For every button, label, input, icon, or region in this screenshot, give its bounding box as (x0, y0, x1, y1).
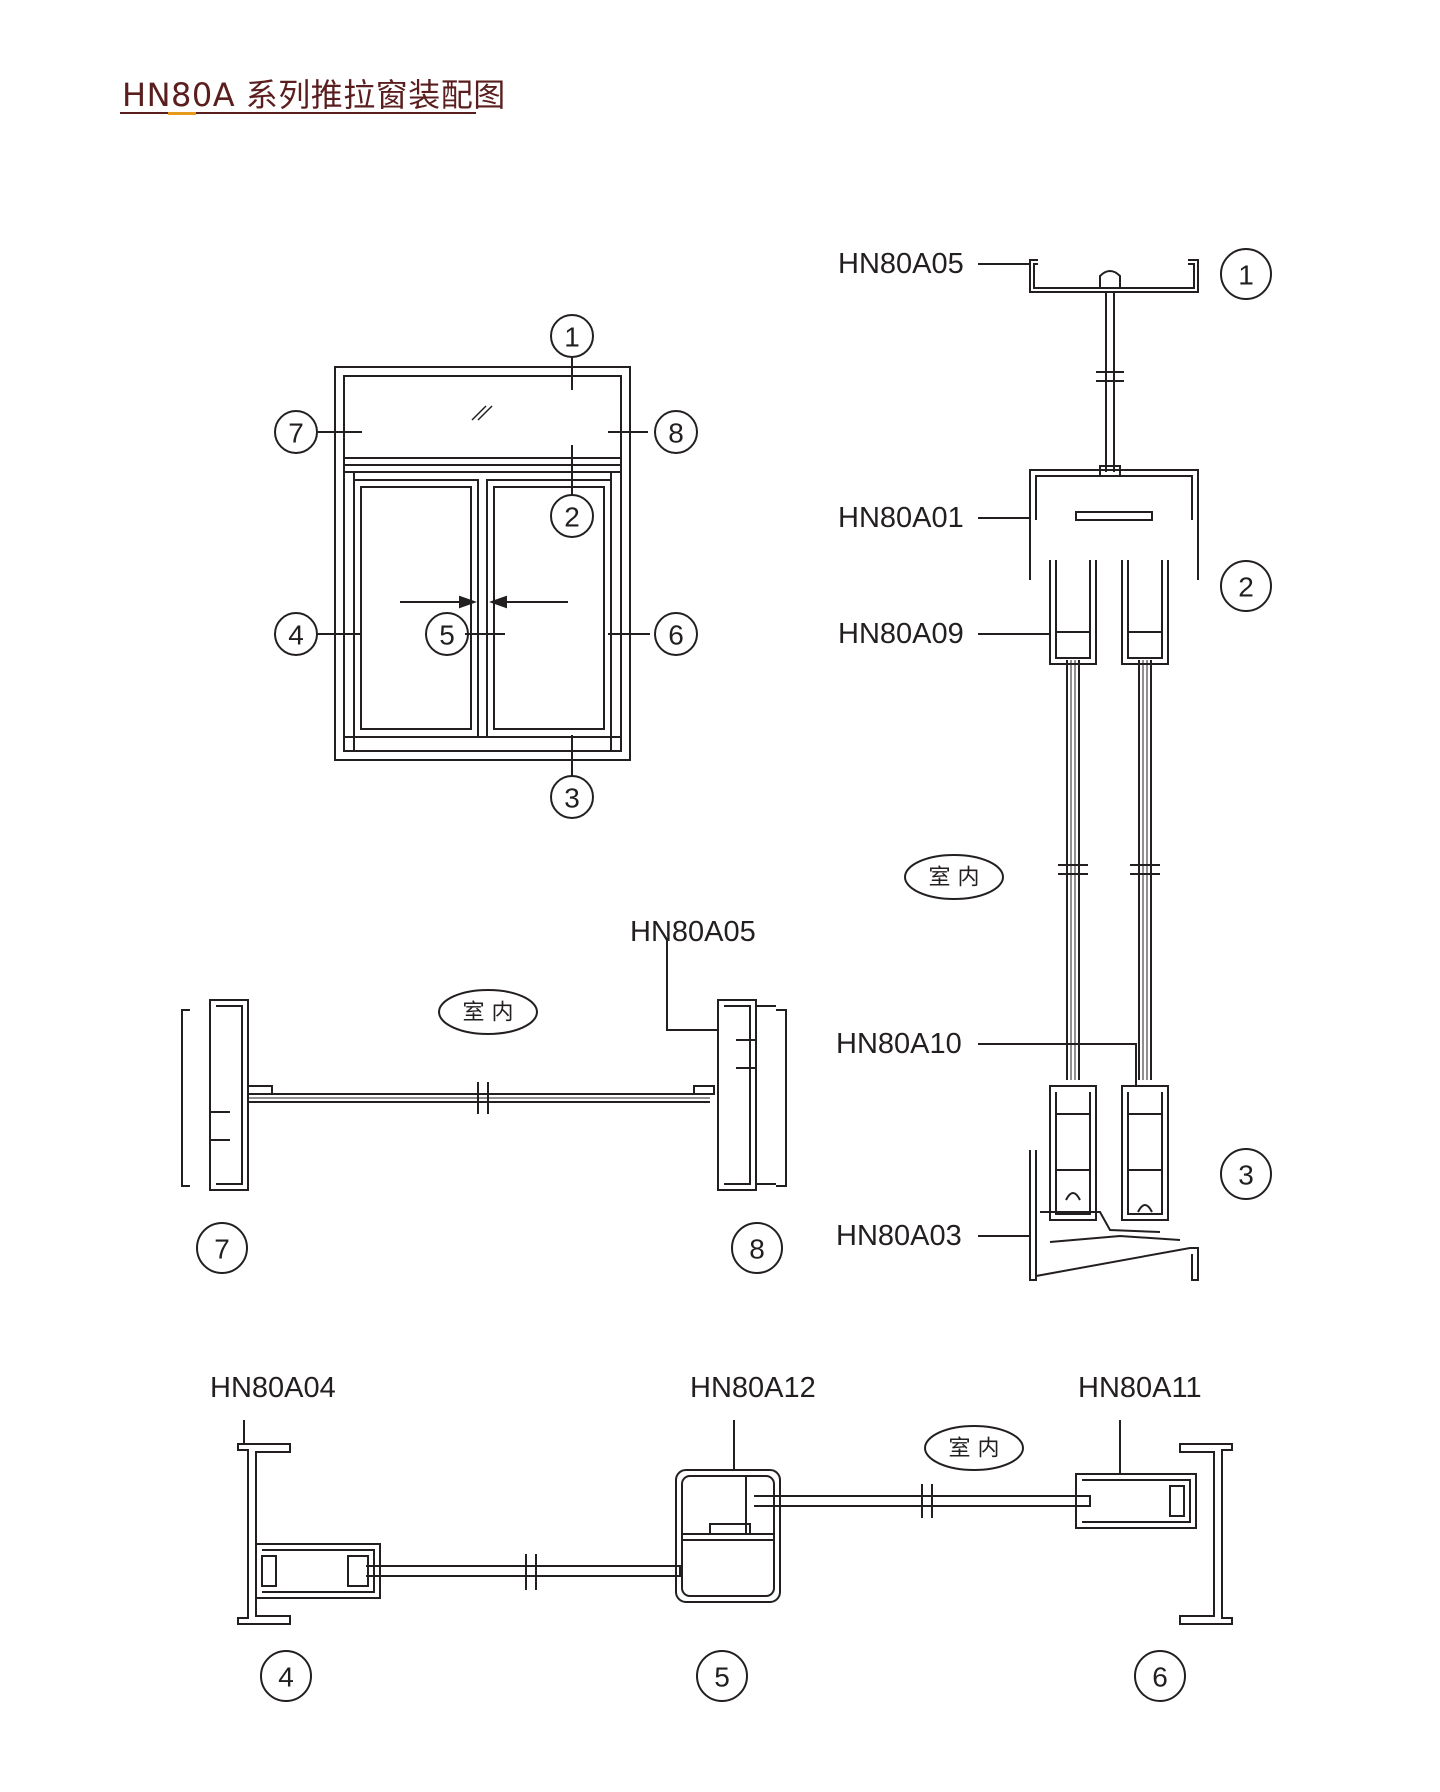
marker-8: 8 (749, 1234, 765, 1265)
part-label-a01: HN80A01 (838, 502, 964, 534)
title-accent-mark (168, 112, 196, 115)
transom-section (181, 999, 787, 1191)
marker-4: 4 (288, 620, 304, 651)
part-label-a05: HN80A05 (838, 248, 964, 280)
marker-7: 7 (214, 1234, 230, 1265)
page-title: HN80A 系列推拉窗装配图 (122, 76, 506, 114)
marker-5: 5 (714, 1662, 730, 1693)
marker-5: 5 (439, 620, 455, 651)
part-label-a10: HN80A10 (836, 1028, 962, 1060)
part-label-a05: HN80A05 (630, 916, 756, 948)
indoor-oval-3 (924, 1425, 1024, 1471)
marker-6: 6 (668, 620, 684, 651)
marker-7: 7 (288, 418, 304, 449)
marker-4: 4 (278, 1662, 294, 1693)
part-label-a11: HN80A11 (1078, 1372, 1202, 1404)
marker-3: 3 (564, 783, 580, 814)
part-label-a09: HN80A09 (838, 618, 964, 650)
vertical-section (1029, 259, 1199, 1281)
part-label-a03: HN80A03 (836, 1220, 962, 1252)
indoor-oval-2 (438, 989, 538, 1035)
title-underline (120, 112, 476, 114)
sash-horizontal-section (237, 1443, 1233, 1625)
marker-circles (196, 248, 1272, 1702)
marker-8: 8 (668, 418, 684, 449)
part-label-a12: HN80A12 (690, 1372, 816, 1404)
marker-3: 3 (1238, 1160, 1254, 1191)
indoor-label: 室 内 (949, 1437, 1000, 1462)
leader-lines (243, 263, 1137, 1474)
marker-6: 6 (1152, 1662, 1168, 1693)
indoor-label: 室 内 (929, 866, 980, 891)
marker-2: 2 (564, 502, 580, 533)
marker-1: 1 (1238, 260, 1254, 291)
marker-1: 1 (564, 322, 580, 353)
window-elevation (318, 356, 650, 776)
indoor-oval-1 (904, 854, 1004, 900)
part-label-a04: HN80A04 (210, 1372, 336, 1404)
marker-2: 2 (1238, 572, 1254, 603)
indoor-label: 室 内 (463, 1001, 514, 1026)
